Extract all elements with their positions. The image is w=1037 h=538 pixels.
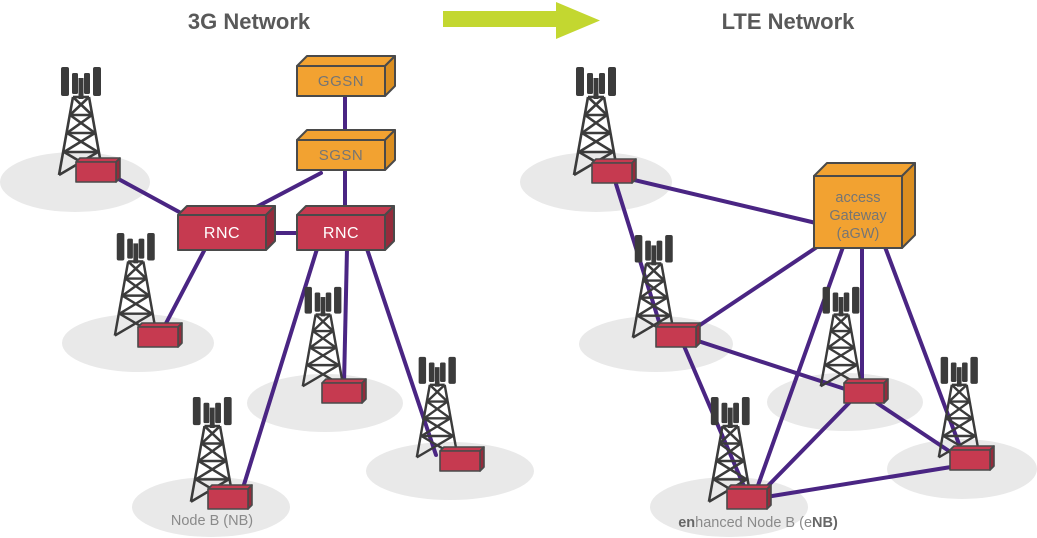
link-enb4-enb5	[764, 465, 953, 499]
access-gateway-box: access Gateway (aGW)	[813, 162, 916, 249]
link-rnc-left-nb2	[161, 247, 207, 331]
cell-tower-icon-enb3	[819, 285, 863, 388]
link-enb1-agw	[628, 177, 818, 225]
enhanced-node-b-caption: enhanced Node B (eNB)	[678, 515, 838, 531]
nb-station-box-1	[75, 157, 121, 183]
link-nb1-rnc-left	[111, 174, 194, 221]
agw-label-line1: access	[835, 190, 880, 206]
enb-caption-mid: hanced Node B (e	[695, 515, 812, 531]
enb-caption-bold-start: en	[678, 515, 695, 531]
transition-arrow-icon	[443, 2, 600, 39]
enb-station-box-1	[591, 158, 637, 184]
agw-label-line3: (aGW)	[837, 226, 880, 242]
link-agw-enb2	[692, 245, 819, 331]
rnc-right-label: RNC	[323, 225, 359, 242]
ggsn-box: GGSN	[296, 55, 396, 97]
link-enb2-enb3	[693, 338, 847, 391]
nb-station-box-3	[321, 378, 367, 404]
rnc-box-right: RNC	[296, 205, 395, 251]
rnc-left-label: RNC	[204, 225, 240, 242]
ggsn-label: GGSN	[318, 73, 364, 90]
nb-station-box-4	[207, 484, 253, 510]
nb-station-box-2	[137, 322, 183, 348]
lte-network-title: LTE Network	[722, 9, 856, 34]
enb-caption-bold-end: NB)	[812, 515, 838, 531]
enb-station-box-5	[949, 445, 995, 471]
link-enb3-enb4	[761, 401, 851, 493]
node-b-caption: Node B (NB)	[171, 513, 253, 529]
enb-station-box-2	[655, 322, 701, 348]
nb-station-box-5	[439, 446, 485, 472]
sgsn-box: SGSN	[296, 129, 396, 171]
cell-tower-icon-nb3	[301, 285, 345, 388]
sgsn-label: SGSN	[319, 147, 364, 164]
link-rnc-right-nb4	[240, 247, 319, 493]
agw-label-line2: Gateway	[829, 208, 887, 224]
enb-station-box-3	[843, 378, 889, 404]
rnc-box-left: RNC	[177, 205, 276, 251]
link-enb3-enb5	[875, 401, 954, 455]
g3-network-title: 3G Network	[188, 9, 311, 34]
link-rnc-right-nb3	[342, 247, 349, 386]
enb-station-box-4	[726, 484, 772, 510]
